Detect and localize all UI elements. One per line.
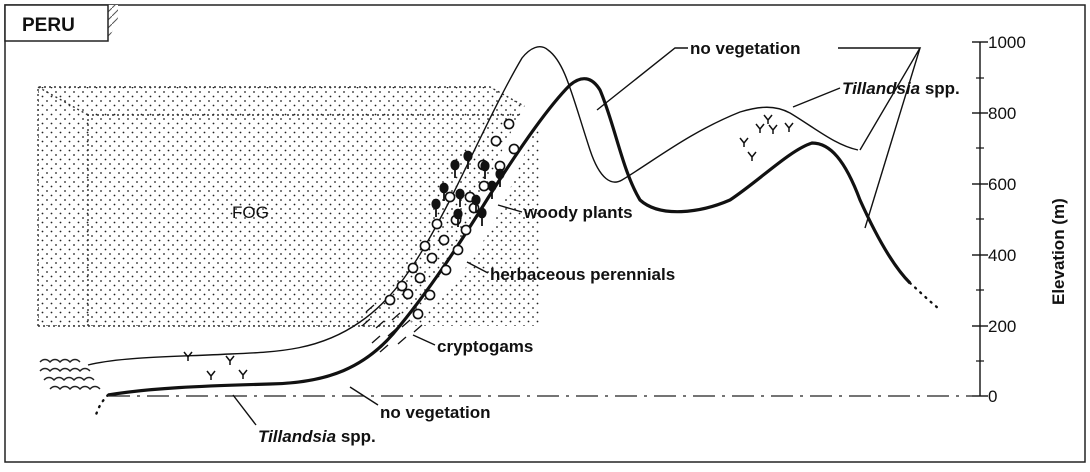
tillandsia-marker (769, 125, 777, 134)
tillandsia-marker (756, 124, 764, 133)
herbaceous-perennial-marker (445, 192, 454, 201)
herbaceous-perennial-marker (479, 181, 488, 190)
herbaceous-perennial-marker (453, 245, 462, 254)
tick-label-800: 800 (988, 104, 1016, 123)
right-dotted-extension (910, 283, 938, 308)
label-no-vegetation-bottom: no vegetation (380, 403, 491, 422)
tillandsia-marker (748, 152, 756, 161)
herbaceous-perennial-marker (425, 290, 434, 299)
tick-label-0: 0 (988, 387, 997, 406)
label-herbaceous-perennials: herbaceous perennials (490, 265, 675, 284)
tillandsia-marker (740, 138, 748, 147)
title-tab: PERU (5, 5, 118, 41)
tick-label-400: 400 (988, 246, 1016, 265)
herbaceous-perennial-marker (504, 119, 513, 128)
herbaceous-perennial-marker (385, 295, 394, 304)
tillandsia-marker (207, 371, 215, 380)
label-tillandsia-top: Tillandsia spp. (842, 79, 960, 98)
axis-title: Elevation (m) (1049, 198, 1068, 305)
tillandsia-marker (239, 370, 247, 379)
herbaceous-perennial-marker (509, 144, 518, 153)
tillandsia-marker (785, 123, 793, 132)
tick-label-1000: 1000 (988, 33, 1026, 52)
elevation-axis (972, 42, 988, 396)
herbaceous-perennial-marker (427, 253, 436, 262)
fog-label: FOG (232, 203, 269, 222)
tick-label-600: 600 (988, 175, 1016, 194)
herbaceous-perennial-marker (415, 273, 424, 282)
label-tillandsia-bottom: Tillandsia spp. (258, 427, 376, 446)
tillandsia-marker (764, 115, 772, 124)
herbaceous-perennial-marker (491, 136, 500, 145)
panel-title: PERU (22, 15, 75, 36)
tillandsia-marker (226, 356, 234, 365)
tick-label-200: 200 (988, 317, 1016, 336)
herbaceous-perennial-marker (408, 263, 417, 272)
herbaceous-perennial-marker (461, 225, 470, 234)
label-no-vegetation-top: no vegetation (690, 39, 801, 58)
label-woody-plants: woody plants (523, 203, 633, 222)
herbaceous-perennial-marker (441, 265, 450, 274)
herbaceous-perennial-marker (432, 219, 441, 228)
herbaceous-perennial-marker (397, 281, 406, 290)
label-cryptogams: cryptogams (437, 337, 533, 356)
herbaceous-perennial-marker (413, 309, 422, 318)
herbaceous-perennial-marker (439, 235, 448, 244)
herbaceous-perennial-marker (420, 241, 429, 250)
herbaceous-perennial-marker (403, 289, 412, 298)
left-dotted-extension (96, 395, 108, 415)
fog-box: FOG (38, 87, 540, 326)
